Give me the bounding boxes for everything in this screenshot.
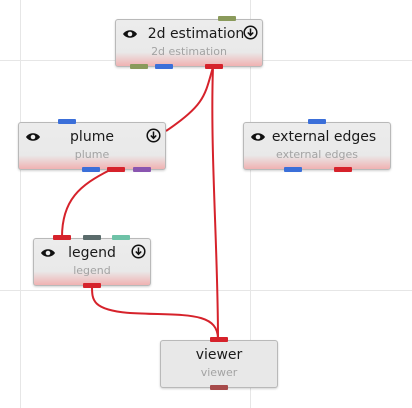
eye-icon[interactable] xyxy=(40,248,56,258)
output-port[interactable] xyxy=(83,283,101,288)
node-2d-estimation[interactable]: 2d estimation 2d estimation xyxy=(115,19,263,67)
output-port[interactable] xyxy=(284,167,302,172)
node-title: plume xyxy=(70,129,114,145)
edge-plume-legend[interactable] xyxy=(61,169,111,238)
eye-icon[interactable] xyxy=(250,132,266,142)
edge-legend-viewer[interactable] xyxy=(91,285,219,340)
node-legend[interactable]: legend legend xyxy=(33,238,151,286)
node-title: viewer xyxy=(195,347,243,363)
node-title: legend xyxy=(68,245,116,261)
output-port[interactable] xyxy=(210,385,228,390)
node-viewer[interactable]: viewer viewer xyxy=(160,340,278,388)
input-port[interactable] xyxy=(83,235,101,240)
node-subtitle: 2d estimation xyxy=(151,45,227,58)
node-plume[interactable]: plume plume xyxy=(18,122,166,170)
eye-icon[interactable] xyxy=(122,29,138,39)
node-subtitle: viewer xyxy=(200,366,238,379)
input-port[interactable] xyxy=(53,235,71,240)
output-port[interactable] xyxy=(155,64,173,69)
input-port[interactable] xyxy=(58,119,76,124)
node-title: 2d estimation xyxy=(147,26,245,42)
download-icon[interactable] xyxy=(131,244,146,259)
grid-line xyxy=(250,0,251,408)
node-subtitle: legend xyxy=(73,264,111,277)
download-icon[interactable] xyxy=(243,25,258,40)
input-port[interactable] xyxy=(218,16,236,21)
grid-line xyxy=(0,290,412,291)
node-external-edges[interactable]: external edges external edges xyxy=(243,122,391,170)
input-port[interactable] xyxy=(308,119,326,124)
eye-icon[interactable] xyxy=(25,132,41,142)
node-title: external edges xyxy=(271,129,377,145)
node-subtitle: external edges xyxy=(276,148,358,161)
output-port[interactable] xyxy=(107,167,125,172)
output-port[interactable] xyxy=(205,64,223,69)
output-port[interactable] xyxy=(82,167,100,172)
node-subtitle: plume xyxy=(74,148,110,161)
input-port[interactable] xyxy=(210,337,228,342)
edge-estimation-plume[interactable] xyxy=(165,66,214,132)
grid-line xyxy=(20,0,21,408)
edge-estimation-viewer[interactable] xyxy=(211,66,219,340)
output-port[interactable] xyxy=(133,167,151,172)
input-port[interactable] xyxy=(112,235,130,240)
download-icon[interactable] xyxy=(146,128,161,143)
output-port[interactable] xyxy=(130,64,148,69)
output-port[interactable] xyxy=(334,167,352,172)
